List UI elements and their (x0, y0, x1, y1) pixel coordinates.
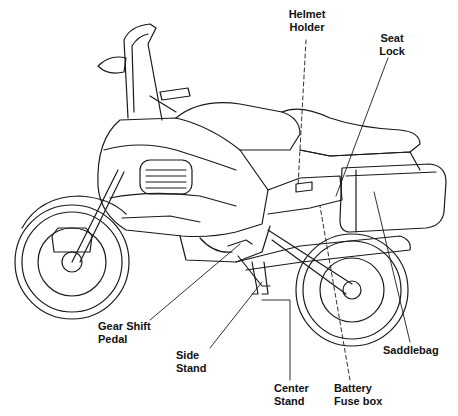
fuel-tank (176, 103, 300, 150)
swingarm (268, 230, 352, 294)
center-stand (252, 262, 268, 294)
part-label: Saddlebag (383, 344, 453, 357)
part-label: Helmet Holder (282, 8, 332, 34)
side-panel (268, 150, 420, 214)
exhaust (236, 236, 410, 270)
mirror (98, 57, 126, 73)
leader-lines (150, 40, 410, 380)
seat (282, 109, 420, 156)
rear-wheel (296, 234, 408, 346)
handlebar (150, 88, 190, 112)
windshield (124, 24, 162, 120)
saddlebag (340, 164, 446, 232)
part-label: Seat Lock (374, 32, 410, 58)
part-label: Battery Fuse box (334, 382, 388, 408)
part-label: Center Stand (274, 382, 320, 408)
part-label: Gear Shift Pedal (98, 320, 160, 346)
part-label: Side Stand (176, 349, 216, 375)
gear-shift-pedal (228, 240, 252, 246)
fairing (98, 118, 268, 237)
